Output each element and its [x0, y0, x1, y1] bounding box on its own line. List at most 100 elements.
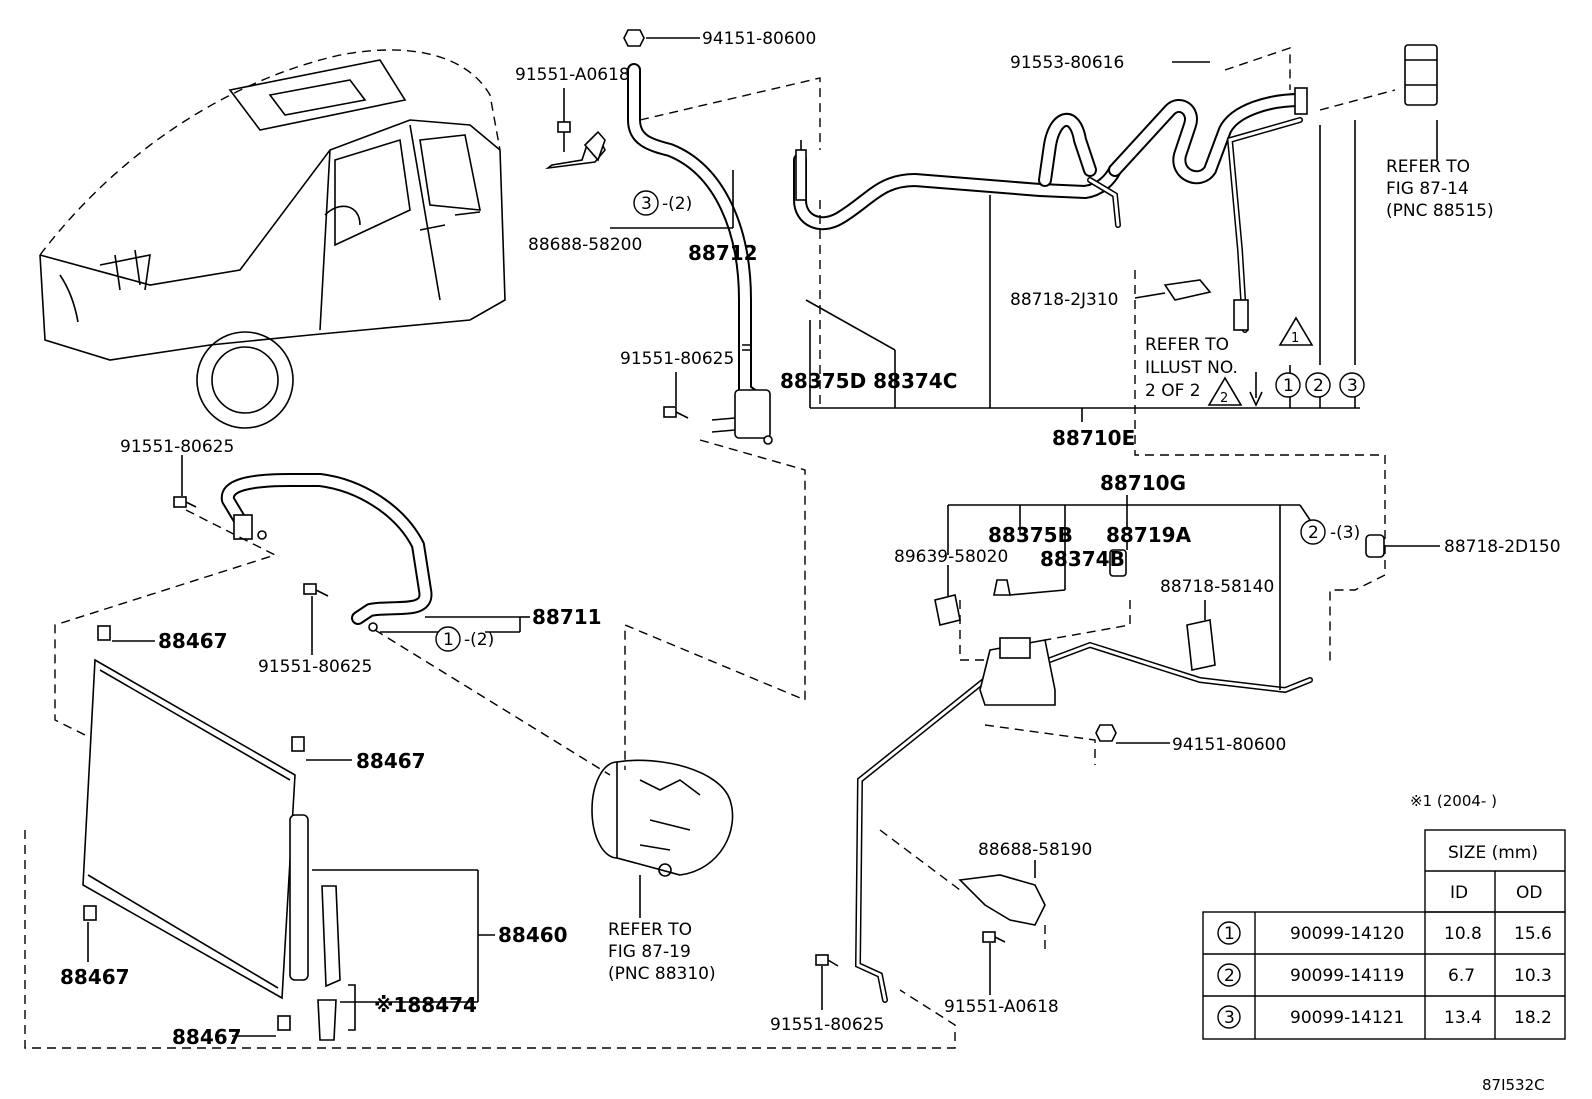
compressor: [591, 759, 734, 877]
table-row-2-od: 10.3: [1514, 966, 1552, 986]
nut-94151-80600-top: [623, 29, 645, 47]
circle-ref-3-b: [1339, 372, 1365, 398]
bracket-88688-58200: [545, 130, 606, 170]
footnote: ※1 (2004- ): [1410, 792, 1497, 810]
suction-pipe-88710E: [793, 87, 1308, 333]
label-88718-2D150: 88718-2D150: [1444, 537, 1561, 557]
refer-87-19-line3: (PNC 88310): [608, 964, 716, 984]
discharge-hose-88711: [220, 473, 433, 632]
refer-87-19-line1: REFER TO: [608, 920, 692, 940]
label-91551-A0618-low: 91551-A0618: [944, 997, 1059, 1017]
circle-1-text-a: 1: [443, 630, 454, 650]
bolt-91551-80625-lower: [303, 583, 329, 597]
valve-cap-88375B: [993, 579, 1011, 596]
bolt-91551-80625-bottom: [815, 954, 839, 967]
label-91551-80625-mid: 91551-80625: [620, 349, 734, 369]
label-94151-80600-low: 94151-80600: [1172, 735, 1286, 755]
bracket-88688-58190: [958, 874, 1046, 926]
circle-ref-2-b: [1305, 372, 1331, 398]
triangle-ref-1: [1278, 316, 1314, 346]
label-88710G: 88710G: [1100, 471, 1186, 495]
circle-1-text-b: 1: [1283, 376, 1294, 396]
label-88719A: 88719A: [1106, 523, 1192, 547]
nut-94151-80600-low: [1095, 724, 1117, 742]
valve-88719A: [1109, 549, 1127, 577]
circle-ref-1-b: [1275, 372, 1301, 398]
refer-illust-line3: 2 OF 2: [1145, 381, 1201, 401]
label-91553-80616: 91553-80616: [1010, 53, 1124, 73]
table-row-1-id: 10.8: [1444, 924, 1482, 944]
label-88710E: 88710E: [1052, 426, 1135, 450]
label-88375D-88374C: 88375D 88374C: [780, 369, 957, 393]
table-header-size: SIZE (mm): [1448, 843, 1538, 863]
label-88374B: 88374B: [1040, 547, 1125, 571]
label-88467-a: 88467: [158, 629, 228, 653]
refer-87-14-line2: FIG 87-14: [1386, 179, 1469, 199]
label-88711: 88711: [532, 605, 602, 629]
discharge-hose-88712: [627, 63, 773, 445]
table-row-2-ref: 2: [1224, 966, 1235, 986]
table-header-od: OD: [1516, 883, 1542, 903]
bolt-91551-A0618-low: [982, 931, 1006, 943]
table-row-3-ref: 3: [1224, 1008, 1235, 1028]
down-arrow: [1249, 372, 1263, 407]
label-91551-A0618-top: 91551-A0618: [515, 65, 630, 85]
table-row-3-circle: [1217, 1005, 1241, 1029]
label-91551-80625-bottom: 91551-80625: [770, 1015, 884, 1035]
circle-ref-3-a: [633, 190, 659, 216]
label-circle-1-qty: -(2): [464, 630, 494, 650]
label-88467-b: 88467: [356, 749, 426, 773]
label-88474: ※188474: [374, 993, 477, 1017]
label-89639-58020: 89639-58020: [894, 547, 1008, 567]
label-91551-80625-lower: 91551-80625: [258, 657, 372, 677]
clamp-88718-2D150: [1365, 534, 1385, 558]
label-94151-80600-top: 94151-80600: [702, 29, 816, 49]
table-row-2-circle: [1217, 963, 1241, 987]
expansion-valve: [1404, 44, 1438, 106]
refer-87-19-line2: FIG 87-19: [608, 942, 691, 962]
label-88467-d: 88467: [172, 1025, 242, 1049]
triangle-ref-2: [1207, 376, 1243, 406]
table-row-3-id: 13.4: [1444, 1008, 1482, 1028]
part-labels: 94151-80600 91551-A0618 88688-58200 8871…: [60, 29, 1561, 1094]
circle-2-text-b: 2: [1313, 376, 1324, 396]
label-circle-2-qty: -(3): [1330, 523, 1360, 543]
label-88712: 88712: [688, 241, 758, 265]
label-88688-58190: 88688-58190: [978, 840, 1092, 860]
clamp-88718-58140: [1186, 619, 1216, 671]
circle-2-text-a: 2: [1308, 523, 1319, 543]
circle-ref-1-a: [435, 626, 461, 652]
sensor-89639-58020: [934, 594, 961, 626]
size-table: SIZE (mm) ID OD 1 90099-14120 10.8 15.6 …: [1202, 829, 1566, 1040]
bolt-91551-80625-left: [173, 496, 197, 508]
condenser-88460: [82, 625, 341, 1041]
table-row-1-od: 15.6: [1514, 924, 1552, 944]
table-row-2-id: 6.7: [1448, 966, 1475, 986]
label-88688-58200: 88688-58200: [528, 235, 642, 255]
refer-illust-line1: REFER TO: [1145, 335, 1229, 355]
vehicle-illustration: [39, 49, 506, 429]
label-88467-c: 88467: [60, 965, 130, 989]
liquid-pipe-88710G: [854, 637, 1313, 1003]
label-91551-80625-left: 91551-80625: [120, 437, 234, 457]
reference-markers: [435, 190, 1365, 652]
circle-ref-2-a: [1300, 519, 1326, 545]
table-row-1-ref: 1: [1224, 924, 1235, 944]
circle-3-text-b: 3: [1347, 376, 1358, 396]
triangle-1-text: 1: [1291, 331, 1299, 346]
circle-3-text-a: 3: [641, 194, 652, 214]
table-row-3-od: 18.2: [1514, 1008, 1552, 1028]
label-88375B: 88375B: [988, 523, 1073, 547]
triangle-2-text: 2: [1220, 391, 1228, 406]
label-88460: 88460: [498, 923, 568, 947]
clamp-88718-2J310: [1163, 279, 1212, 301]
dashed-connectors: [24, 47, 1396, 1049]
table-row-3-part: 90099-14121: [1290, 1008, 1404, 1028]
bolt-91551-A0618-top: [557, 121, 571, 152]
refer-illust-line2: ILLUST NO.: [1145, 358, 1238, 378]
figure-code: 87I532C: [1482, 1076, 1545, 1094]
table-row-2-part: 90099-14119: [1290, 966, 1404, 986]
label-88718-58140: 88718-58140: [1160, 577, 1274, 597]
table-header-id: ID: [1450, 883, 1468, 903]
